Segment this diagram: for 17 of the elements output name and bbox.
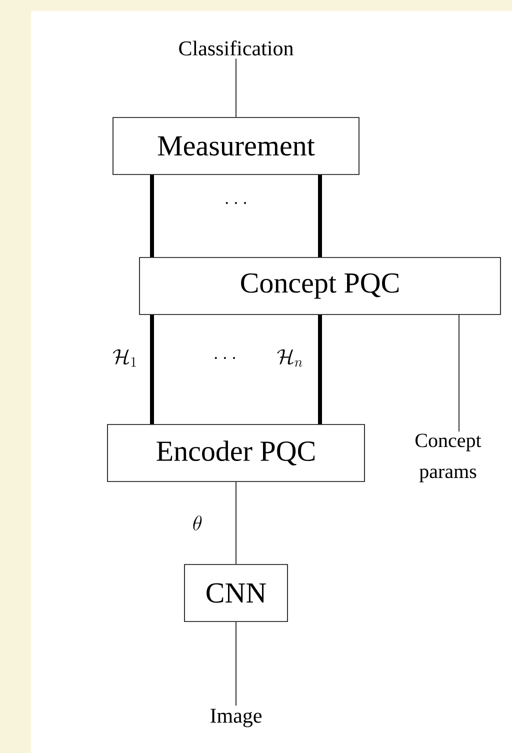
thick-wire xyxy=(150,174,154,258)
math-label: $\ldots$ xyxy=(214,357,236,360)
process-box: Encoder PQC xyxy=(107,424,365,482)
math-label: $\mathcal{H}_1$ xyxy=(112,349,136,367)
math-label: $\ldots$ xyxy=(226,202,246,204)
connector-line xyxy=(458,314,460,432)
thick-wire xyxy=(318,174,322,258)
process-box: Measurement xyxy=(112,117,360,175)
thick-wire xyxy=(318,314,322,424)
input-label: Concept params xyxy=(416,434,482,482)
io-label: Classification xyxy=(179,40,294,56)
math-label: $\mathcal{H}_n$ xyxy=(277,349,302,367)
io-label: Image xyxy=(210,708,262,728)
edge-label: $\theta$ xyxy=(193,516,202,530)
process-box: CNN xyxy=(184,564,288,622)
process-box: Concept PQC xyxy=(139,257,501,315)
thick-wire xyxy=(150,314,154,424)
